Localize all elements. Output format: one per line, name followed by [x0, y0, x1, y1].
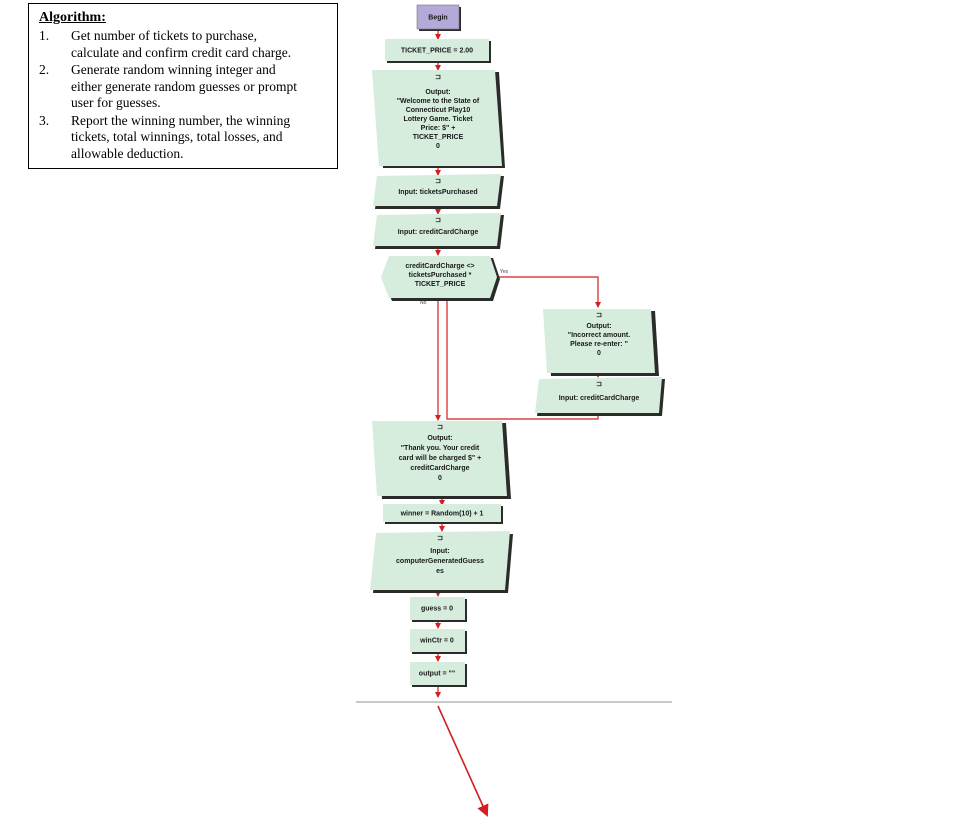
winner-box: winner = Random(10) + 1 — [383, 504, 503, 524]
begin-label: Begin — [428, 15, 447, 22]
continuation-arrow — [437, 705, 489, 817]
io-symbol: ⊐ — [435, 216, 441, 224]
output-assign-box: output = "" — [410, 662, 467, 687]
input-guess-line: Input: — [430, 548, 449, 555]
algorithm-box: Algorithm: 1. Get number of tickets to pu… — [28, 3, 338, 169]
io-symbol: ⊐ — [435, 73, 441, 81]
yes-label: Yes — [500, 269, 509, 275]
guess-box: guess = 0 — [410, 597, 467, 622]
step-number: 3. — [39, 112, 50, 128]
io-symbol: ⊐ — [596, 311, 602, 319]
output-line: card will be charged $" + — [399, 455, 482, 462]
decision-node: creditCardCharge <> ticketsPurchased * T… — [381, 256, 509, 306]
output-line: 0 — [438, 475, 442, 482]
input-guess-box: ⊐ Input: computerGeneratedGuess es — [370, 531, 513, 593]
input-card-retry-box: ⊐ Input: creditCardCharge — [535, 377, 665, 416]
step-line: user for guesses. — [71, 95, 161, 110]
begin-node: Begin — [416, 4, 461, 31]
output-line: Lottery Game. Ticket — [403, 116, 473, 123]
loop-back-connector — [446, 300, 599, 420]
io-symbol: ⊐ — [596, 380, 602, 388]
output-assign-label: output = "" — [419, 671, 455, 678]
input-tickets-box: ⊐ Input: ticketsPurchased — [373, 174, 504, 209]
algorithm-step: 1. Get number of tickets to purchase,calc… — [39, 28, 329, 61]
step-line: either generate random guesses or prompt — [71, 78, 298, 94]
io-symbol: ⊐ — [437, 423, 443, 431]
algorithm-step: 3. Report the winning number, the winning… — [39, 113, 329, 163]
output-line: Please re-enter: " — [570, 341, 628, 348]
step-line: Report the winning number, the winning — [71, 112, 291, 128]
step-number: 1. — [39, 28, 50, 43]
step-line: allowable deduction. — [71, 145, 184, 161]
io-symbol: ⊐ — [435, 177, 441, 185]
decision-line: TICKET_PRICE — [415, 281, 466, 288]
output-line: 0 — [436, 143, 440, 150]
output-line: Output: — [427, 435, 452, 442]
output-line: 0 — [597, 350, 601, 357]
step-line: calculate and confirm credit card charge… — [71, 44, 292, 60]
guess-label: guess = 0 — [421, 606, 453, 613]
input-guess-line: computerGeneratedGuess — [396, 558, 484, 565]
winner-label: winner = Random(10) + 1 — [400, 511, 484, 518]
yes-branch-connector — [497, 276, 601, 308]
no-label: No — [420, 300, 427, 306]
output-line: creditCardCharge — [410, 465, 469, 472]
output-thanks-box: ⊐ Output: "Thank you. Your credit card w… — [372, 421, 511, 499]
step-line: Generate random winning integer and — [71, 62, 276, 77]
ticket-price-label: TICKET_PRICE = 2.00 — [401, 48, 473, 55]
algorithm-steps: 1. Get number of tickets to purchase,calc… — [39, 28, 329, 162]
winctr-label: winCtr = 0 — [419, 638, 454, 645]
step-line: Get number of tickets to purchase, — [71, 28, 257, 43]
input-guess-line: es — [436, 568, 444, 575]
output-incorrect-box: ⊐ Output: "Incorrect amount. Please re-e… — [543, 309, 659, 376]
io-symbol: ⊐ — [437, 534, 443, 542]
ticket-price-box: TICKET_PRICE = 2.00 — [385, 39, 491, 63]
input-card-box: ⊐ Input: creditCardCharge — [373, 213, 504, 249]
decision-line: ticketsPurchased * — [409, 272, 472, 279]
output-line: "Thank you. Your credit — [401, 445, 480, 452]
output-line: Output: — [586, 323, 611, 330]
output-line: TICKET_PRICE — [413, 134, 464, 141]
output-line: Price: $" + — [421, 125, 456, 132]
output-line: Output: — [425, 89, 450, 96]
step-number: 2. — [39, 62, 50, 77]
decision-line: creditCardCharge <> — [405, 263, 474, 270]
input-card-label: Input: creditCardCharge — [398, 229, 479, 236]
winctr-box: winCtr = 0 — [410, 629, 467, 654]
input-tickets-label: Input: ticketsPurchased — [398, 189, 477, 196]
output-line: Connecticut Play10 — [406, 107, 471, 114]
output-line: "Incorrect amount. — [568, 332, 630, 339]
input-card-retry-label: Input: creditCardCharge — [559, 395, 640, 402]
algorithm-title: Algorithm: — [39, 10, 106, 25]
output-welcome-box: ⊐ Output: "Welcome to the State of Conne… — [372, 70, 505, 168]
output-line: "Welcome to the State of — [397, 98, 480, 105]
step-line: tickets, total winnings, total losses, a… — [71, 129, 283, 144]
